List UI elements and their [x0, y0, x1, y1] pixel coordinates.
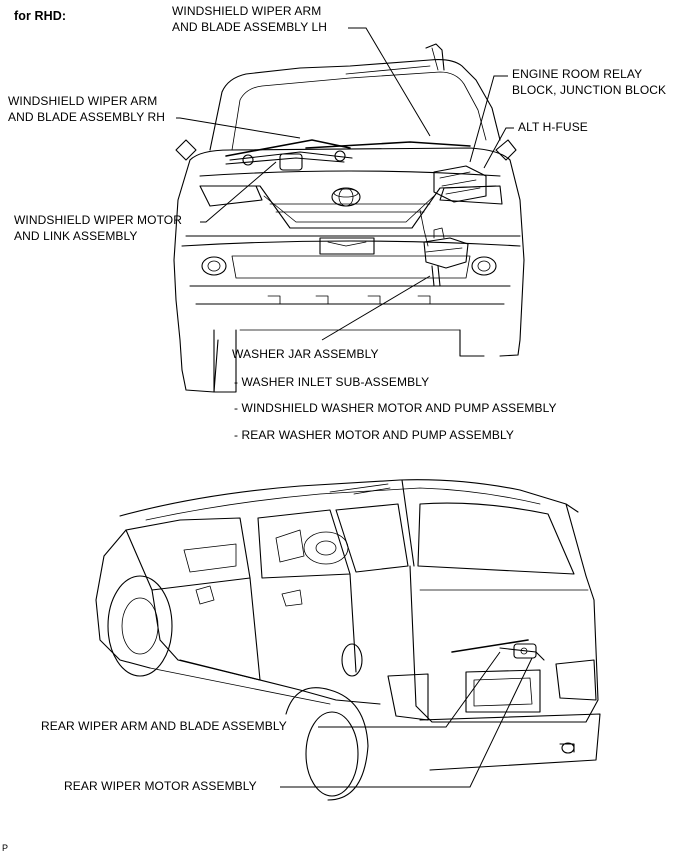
- leader-wiper-arm-lh: [348, 27, 431, 137]
- front-vehicle-drawing: [173, 43, 525, 393]
- leader-relay-block: [469, 75, 508, 163]
- leader-rear-wiper-motor: [280, 657, 533, 788]
- label-wiper-motor-line2: AND LINK ASSEMBLY: [14, 229, 138, 243]
- variant-header: for RHD:: [14, 9, 67, 23]
- label-washer-jar: WASHER JAR ASSEMBLY: [232, 347, 379, 361]
- leader-wiper-arm-rh: [176, 117, 301, 139]
- label-washer-sub-2: - WINDSHIELD WASHER MOTOR AND PUMP ASSEM…: [234, 401, 557, 415]
- rear-vehicle-drawing: [95, 479, 601, 801]
- leader-alt-fuse: [483, 127, 514, 169]
- label-relay-block-line2: BLOCK, JUNCTION BLOCK: [512, 83, 667, 97]
- label-wiper-arm-lh-line2: AND BLADE ASSEMBLY LH: [172, 20, 328, 34]
- leader-washer-jar: [321, 275, 431, 341]
- leader-rear-wiper-arm: [318, 651, 501, 728]
- label-wiper-arm-lh: WINDSHIELD WIPER ARM AND BLADE ASSEMBLY …: [172, 3, 327, 35]
- label-wiper-motor-line1: WINDSHIELD WIPER MOTOR: [14, 213, 182, 227]
- label-relay-block-line1: ENGINE ROOM RELAY: [512, 67, 643, 81]
- figure-code: P: [2, 843, 9, 853]
- rear-leader-lines: [280, 651, 533, 788]
- front-leader-lines: [176, 27, 514, 341]
- label-wiper-motor: WINDSHIELD WIPER MOTOR AND LINK ASSEMBLY: [14, 212, 182, 244]
- leader-wiper-motor: [200, 161, 277, 223]
- label-relay-block: ENGINE ROOM RELAY BLOCK, JUNCTION BLOCK: [512, 66, 666, 98]
- label-wiper-arm-rh-line2: AND BLADE ASSEMBLY RH: [8, 110, 166, 124]
- label-washer-sub-3: - REAR WASHER MOTOR AND PUMP ASSEMBLY: [234, 428, 514, 442]
- label-wiper-arm-rh: WINDSHIELD WIPER ARM AND BLADE ASSEMBLY …: [8, 93, 165, 125]
- label-alt-fuse: ALT H-FUSE: [518, 120, 588, 134]
- label-wiper-arm-lh-line1: WINDSHIELD WIPER ARM: [172, 4, 322, 18]
- label-wiper-arm-rh-line1: WINDSHIELD WIPER ARM: [8, 94, 158, 108]
- label-washer-sub-1: - WASHER INLET SUB-ASSEMBLY: [234, 375, 430, 389]
- label-rear-wiper-arm: REAR WIPER ARM AND BLADE ASSEMBLY: [41, 719, 287, 733]
- label-rear-wiper-motor: REAR WIPER MOTOR ASSEMBLY: [64, 779, 257, 793]
